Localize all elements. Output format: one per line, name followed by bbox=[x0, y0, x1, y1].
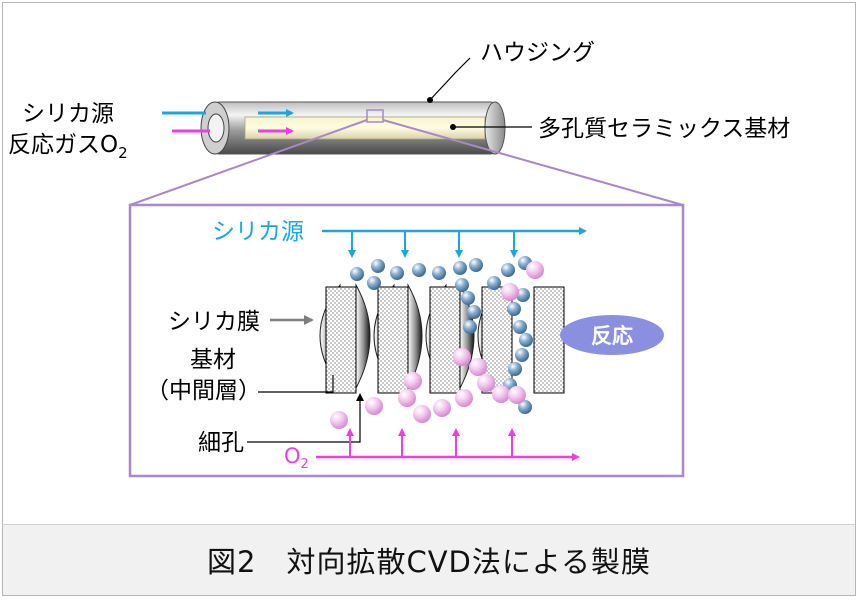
substrate-leader-line bbox=[258, 375, 334, 393]
silica-source-detail-label: シリカ源 bbox=[212, 219, 304, 245]
o2-detail-label: O2 bbox=[284, 444, 309, 472]
housing-leader-line bbox=[429, 57, 471, 101]
zoom-line-left bbox=[129, 119, 368, 206]
silica-membrane-label: シリカ膜 bbox=[168, 309, 260, 335]
caption-bar: 図2 対向拡散CVD法による製膜 bbox=[2, 524, 856, 596]
reaction-gas-text: 反応ガスO bbox=[8, 132, 118, 158]
housing-label: ハウジング bbox=[480, 40, 595, 66]
intermediate-layer-label: （中間層） bbox=[146, 378, 261, 404]
reaction-label: 反応 bbox=[591, 324, 633, 348]
reaction-gas-label: 反応ガスO2 bbox=[8, 132, 128, 162]
o2-text: O bbox=[284, 444, 301, 468]
porous-substrate-label: 多孔質セラミックス基材 bbox=[538, 116, 790, 142]
silica-particles bbox=[350, 256, 533, 414]
pore-pointer-arrow-icon bbox=[247, 393, 364, 443]
reaction-badge bbox=[560, 315, 664, 355]
oxygen-particles bbox=[330, 261, 544, 429]
substrate-label: 基材 bbox=[190, 347, 236, 373]
silica-source-label: シリカ源 bbox=[22, 101, 114, 127]
pore-label: 細孔 bbox=[198, 430, 244, 456]
reaction-gas-subscript: 2 bbox=[118, 144, 128, 162]
tube-module bbox=[200, 101, 506, 155]
figure-caption: 図2 対向拡散CVD法による製膜 bbox=[207, 545, 651, 579]
o2-subscript: 2 bbox=[301, 457, 309, 472]
zoom-line-right bbox=[382, 119, 684, 206]
zoom-region-marker bbox=[366, 109, 384, 123]
